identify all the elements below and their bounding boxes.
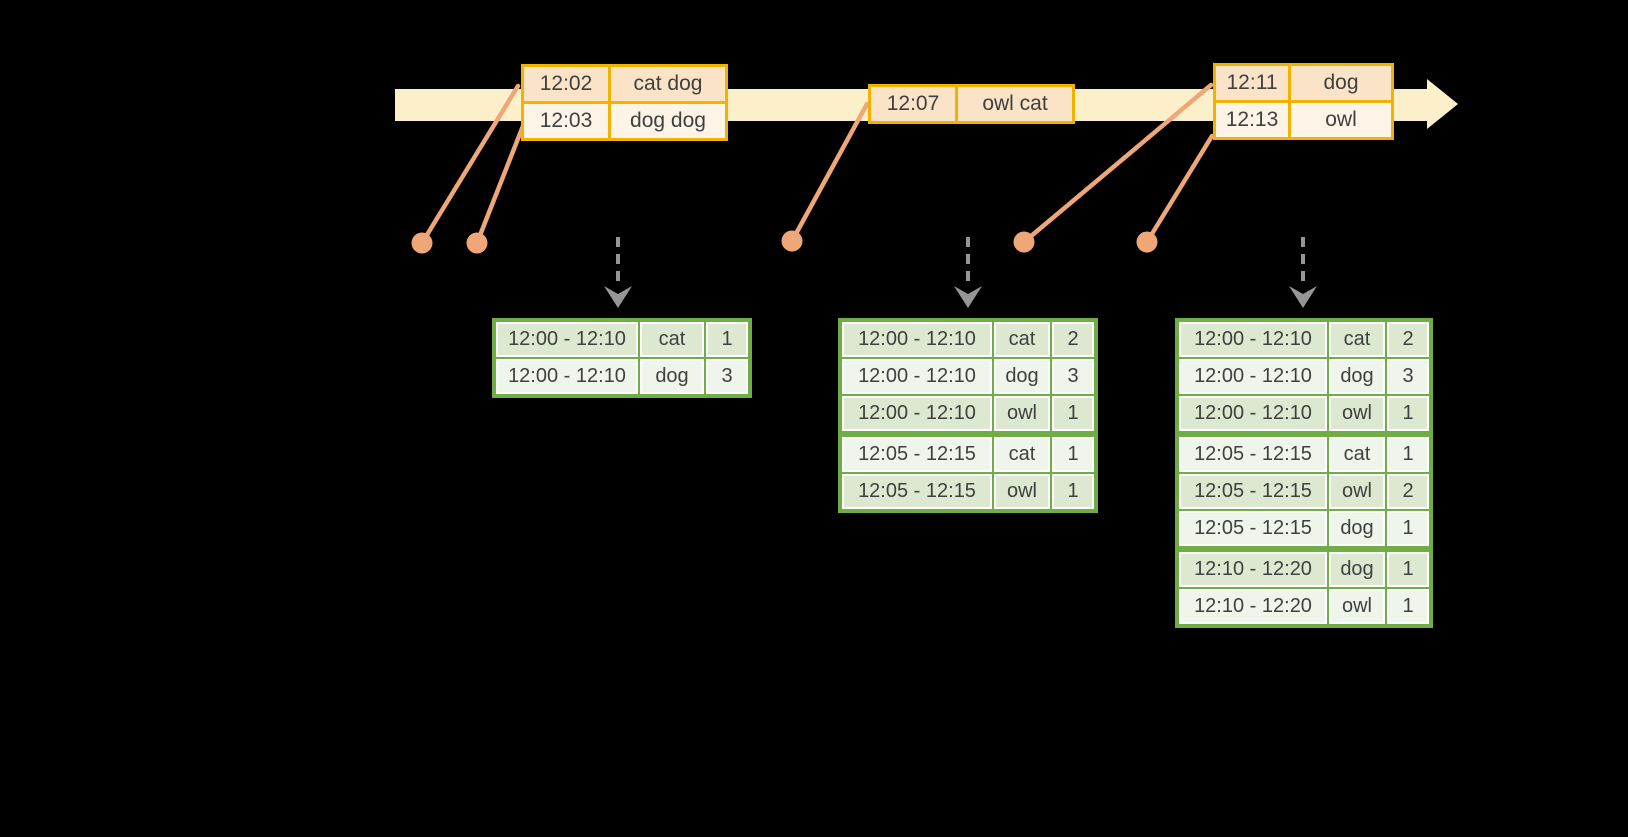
result-count-cell: 1 <box>1052 474 1094 509</box>
result-word-cell: dog <box>994 359 1050 394</box>
trigger-arrow-icon <box>604 237 632 308</box>
result-count-cell: 3 <box>1052 359 1094 394</box>
trigger-arrow-icon <box>954 237 982 308</box>
result-window-cell: 12:00 - 12:10 <box>496 322 638 357</box>
event-words-cell: dog <box>1291 66 1391 100</box>
result-count-cell: 1 <box>1387 437 1429 472</box>
result-count-cell: 1 <box>1387 511 1429 546</box>
result-count-cell: 1 <box>1052 437 1094 472</box>
result-count-cell: 1 <box>1052 396 1094 431</box>
result-word-cell: dog <box>1329 511 1385 546</box>
result-count-cell: 3 <box>1387 359 1429 394</box>
result-word-cell: owl <box>1329 396 1385 431</box>
event-time-cell: 12:07 <box>871 87 955 121</box>
result-count-cell: 2 <box>1387 322 1429 357</box>
event-time-dot <box>781 230 803 252</box>
event-words-cell: cat dog <box>611 67 725 101</box>
event-time-cell: 12:11 <box>1216 66 1288 100</box>
result-word-cell: cat <box>994 437 1050 472</box>
timeline-arrowhead-icon <box>1427 79 1458 129</box>
event-time-cell: 12:02 <box>524 67 608 101</box>
result-window-cell: 12:10 - 12:20 <box>1179 552 1327 587</box>
result-count-cell: 2 <box>1052 322 1094 357</box>
result-count-cell: 3 <box>706 359 748 394</box>
result-window-cell: 12:10 - 12:20 <box>1179 589 1327 624</box>
result-window-cell: 12:05 - 12:15 <box>842 474 992 509</box>
result-window-cell: 12:00 - 12:10 <box>1179 322 1327 357</box>
event-words-cell: owl <box>1291 103 1391 137</box>
result-count-cell: 2 <box>1387 474 1429 509</box>
result-word-cell: cat <box>994 322 1050 357</box>
result-window-cell: 12:00 - 12:10 <box>842 359 992 394</box>
result-word-cell: dog <box>640 359 704 394</box>
result-word-cell: owl <box>994 474 1050 509</box>
event-time-dot <box>466 232 488 254</box>
result-window-cell: 12:00 - 12:10 <box>1179 359 1327 394</box>
result-word-cell: cat <box>1329 437 1385 472</box>
result-word-cell: dog <box>1329 552 1385 587</box>
result-word-cell: owl <box>1329 474 1385 509</box>
event-words-cell: dog dog <box>611 104 725 138</box>
result-count-cell: 1 <box>1387 589 1429 624</box>
event-connector-line <box>789 101 870 244</box>
event-connector-line <box>1144 133 1215 245</box>
event-words-cell: owl cat <box>958 87 1072 121</box>
result-window-cell: 12:00 - 12:10 <box>842 322 992 357</box>
event-time-dot <box>1013 231 1035 253</box>
result-count-cell: 1 <box>706 322 748 357</box>
result-window-cell: 12:05 - 12:15 <box>1179 511 1327 546</box>
result-window-cell: 12:05 - 12:15 <box>1179 437 1327 472</box>
result-word-cell: cat <box>1329 322 1385 357</box>
result-window-cell: 12:05 - 12:15 <box>842 437 992 472</box>
result-word-cell: owl <box>1329 589 1385 624</box>
event-time-dot <box>411 232 433 254</box>
result-count-cell: 1 <box>1387 396 1429 431</box>
event-time-cell: 12:03 <box>524 104 608 138</box>
result-word-cell: dog <box>1329 359 1385 394</box>
result-window-cell: 12:00 - 12:10 <box>842 396 992 431</box>
result-word-cell: cat <box>640 322 704 357</box>
event-connector-line <box>474 123 526 246</box>
result-window-cell: 12:05 - 12:15 <box>1179 474 1327 509</box>
result-word-cell: owl <box>994 396 1050 431</box>
result-count-cell: 1 <box>1387 552 1429 587</box>
result-window-cell: 12:00 - 12:10 <box>496 359 638 394</box>
trigger-arrow-icon <box>1289 237 1317 308</box>
event-time-dot <box>1136 231 1158 253</box>
event-time-cell: 12:13 <box>1216 103 1288 137</box>
result-window-cell: 12:00 - 12:10 <box>1179 396 1327 431</box>
